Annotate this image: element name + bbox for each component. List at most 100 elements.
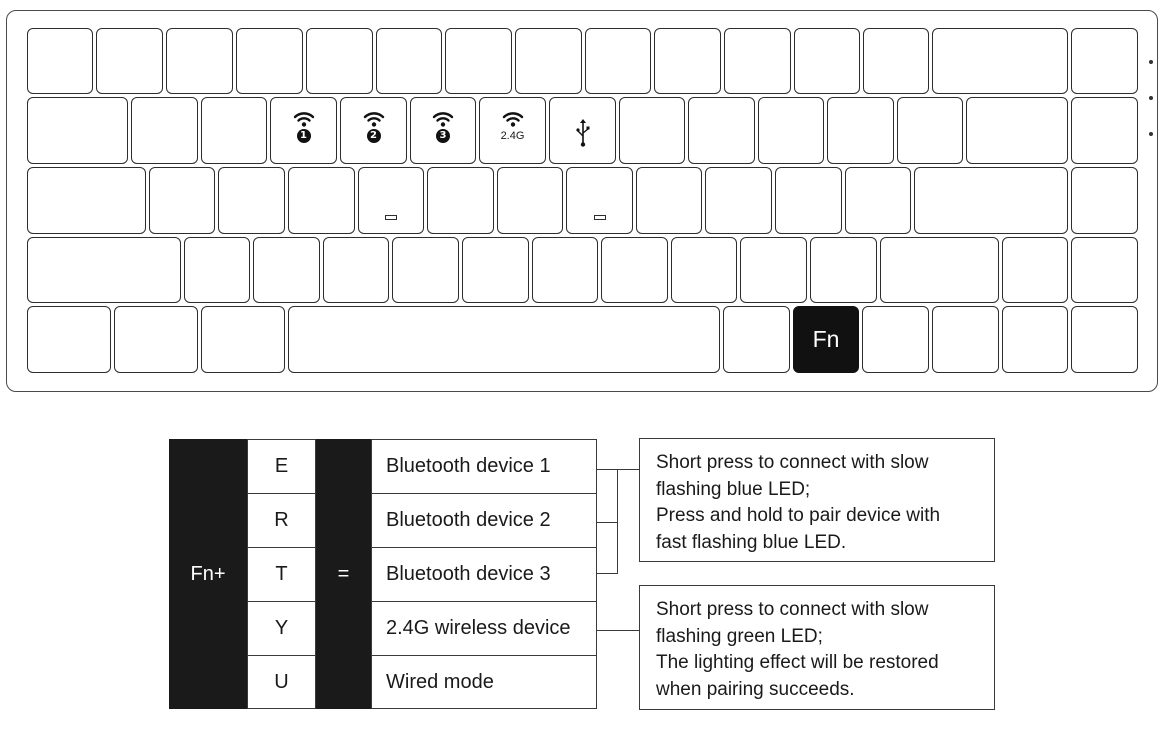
- note-line: Press and hold to pair device with: [656, 505, 941, 526]
- connection-mode-table: Fn+ = E R T Y U Bluetooth device 1 Bluet…: [169, 439, 597, 709]
- arrow-right-key: [1071, 306, 1138, 373]
- key: [184, 237, 250, 303]
- key-cell: T: [247, 547, 316, 602]
- key: [236, 28, 303, 94]
- key: [166, 28, 233, 94]
- spacebar-key: [288, 306, 720, 373]
- fn-key: Fn: [793, 306, 859, 373]
- key: [96, 28, 163, 94]
- backslash-key: [966, 97, 1068, 164]
- function-cell: Bluetooth device 3: [371, 547, 597, 602]
- key: [705, 167, 772, 234]
- key: [688, 97, 755, 164]
- connector-line: [617, 469, 639, 470]
- key: [671, 237, 737, 303]
- key: [462, 237, 529, 303]
- key-cell: Y: [247, 601, 316, 656]
- key: [654, 28, 721, 94]
- key: [758, 97, 824, 164]
- key: [376, 28, 442, 94]
- indicator-dot: [1149, 132, 1153, 136]
- key-f: [358, 167, 424, 234]
- connector-line: [617, 469, 618, 574]
- wireless-note: Short press to connect with slow flashin…: [639, 585, 995, 710]
- key: [724, 28, 791, 94]
- note-line: flashing blue LED;: [656, 478, 811, 500]
- key: [131, 97, 198, 164]
- wifi-icon: [363, 112, 384, 127]
- homing-bump-icon: [385, 215, 397, 220]
- key: [445, 28, 512, 94]
- indicator-dot: [1149, 96, 1153, 100]
- tab-key: [27, 97, 128, 164]
- note-line: The lighting effect will be restored: [656, 652, 939, 673]
- key: [288, 167, 355, 234]
- wifi-icon: [293, 112, 314, 127]
- win-key: [114, 306, 198, 373]
- key: [810, 237, 877, 303]
- key: [323, 237, 389, 303]
- key: [497, 167, 563, 234]
- function-cell: Bluetooth device 1: [371, 439, 597, 494]
- connector-line: [597, 630, 639, 631]
- connector-line: [597, 469, 618, 470]
- key: [1071, 237, 1138, 303]
- key: [585, 28, 651, 94]
- key: [619, 97, 685, 164]
- key: [427, 167, 494, 234]
- note-line: when pairing succeeds.: [656, 678, 855, 700]
- function-cell: 2.4G wireless device: [371, 601, 597, 656]
- ctrl-key: [27, 306, 111, 373]
- key: [306, 28, 373, 94]
- arrow-down-key: [1002, 306, 1068, 373]
- indicator-dot: [1149, 60, 1153, 64]
- arrow-left-key: [932, 306, 999, 373]
- left-shift-key: [27, 237, 181, 303]
- key-y-wireless-2-4g: 2.4G: [479, 97, 546, 164]
- key-cell: R: [247, 493, 316, 548]
- key-j: [566, 167, 633, 234]
- badge-label: 3: [436, 129, 450, 143]
- key: [845, 167, 911, 234]
- key: [862, 306, 929, 373]
- key: [723, 306, 790, 373]
- usb-icon: [575, 119, 589, 147]
- function-cell: Wired mode: [371, 655, 597, 709]
- badge-label: 2: [366, 129, 381, 143]
- key: [601, 237, 668, 303]
- key: [827, 97, 894, 164]
- right-shift-key: [880, 237, 999, 303]
- key: [515, 28, 582, 94]
- key: [1071, 167, 1138, 234]
- homing-bump-icon: [593, 215, 606, 220]
- modifier-cell: Fn+: [169, 439, 247, 709]
- alt-key: [201, 306, 285, 373]
- key-r-bluetooth-2: 2: [340, 97, 407, 164]
- note-line: Short press to connect with slow: [656, 599, 929, 620]
- key: [201, 97, 267, 164]
- key: [636, 167, 702, 234]
- key: [740, 237, 807, 303]
- key: [218, 167, 285, 234]
- key: [27, 28, 93, 94]
- wifi-icon: [502, 112, 523, 127]
- key: [794, 28, 860, 94]
- key: [775, 167, 842, 234]
- key: [1071, 97, 1138, 164]
- connector-line: [597, 522, 618, 523]
- key: [1071, 28, 1138, 94]
- badge-label: 2.4G: [500, 130, 525, 142]
- function-cell: Bluetooth device 2: [371, 493, 597, 548]
- caps-key: [27, 167, 146, 234]
- key: [149, 167, 215, 234]
- note-line: flashing green LED;: [656, 625, 823, 647]
- key-t-bluetooth-3: 3: [410, 97, 476, 164]
- keyboard-diagram: [6, 10, 1158, 392]
- key: [863, 28, 929, 94]
- key: [532, 237, 598, 303]
- enter-key: [914, 167, 1068, 234]
- badge-label: 1: [296, 129, 311, 143]
- connector-line: [597, 573, 618, 574]
- bluetooth-note: Short press to connect with slow flashin…: [639, 438, 995, 562]
- key-cell: U: [247, 655, 316, 709]
